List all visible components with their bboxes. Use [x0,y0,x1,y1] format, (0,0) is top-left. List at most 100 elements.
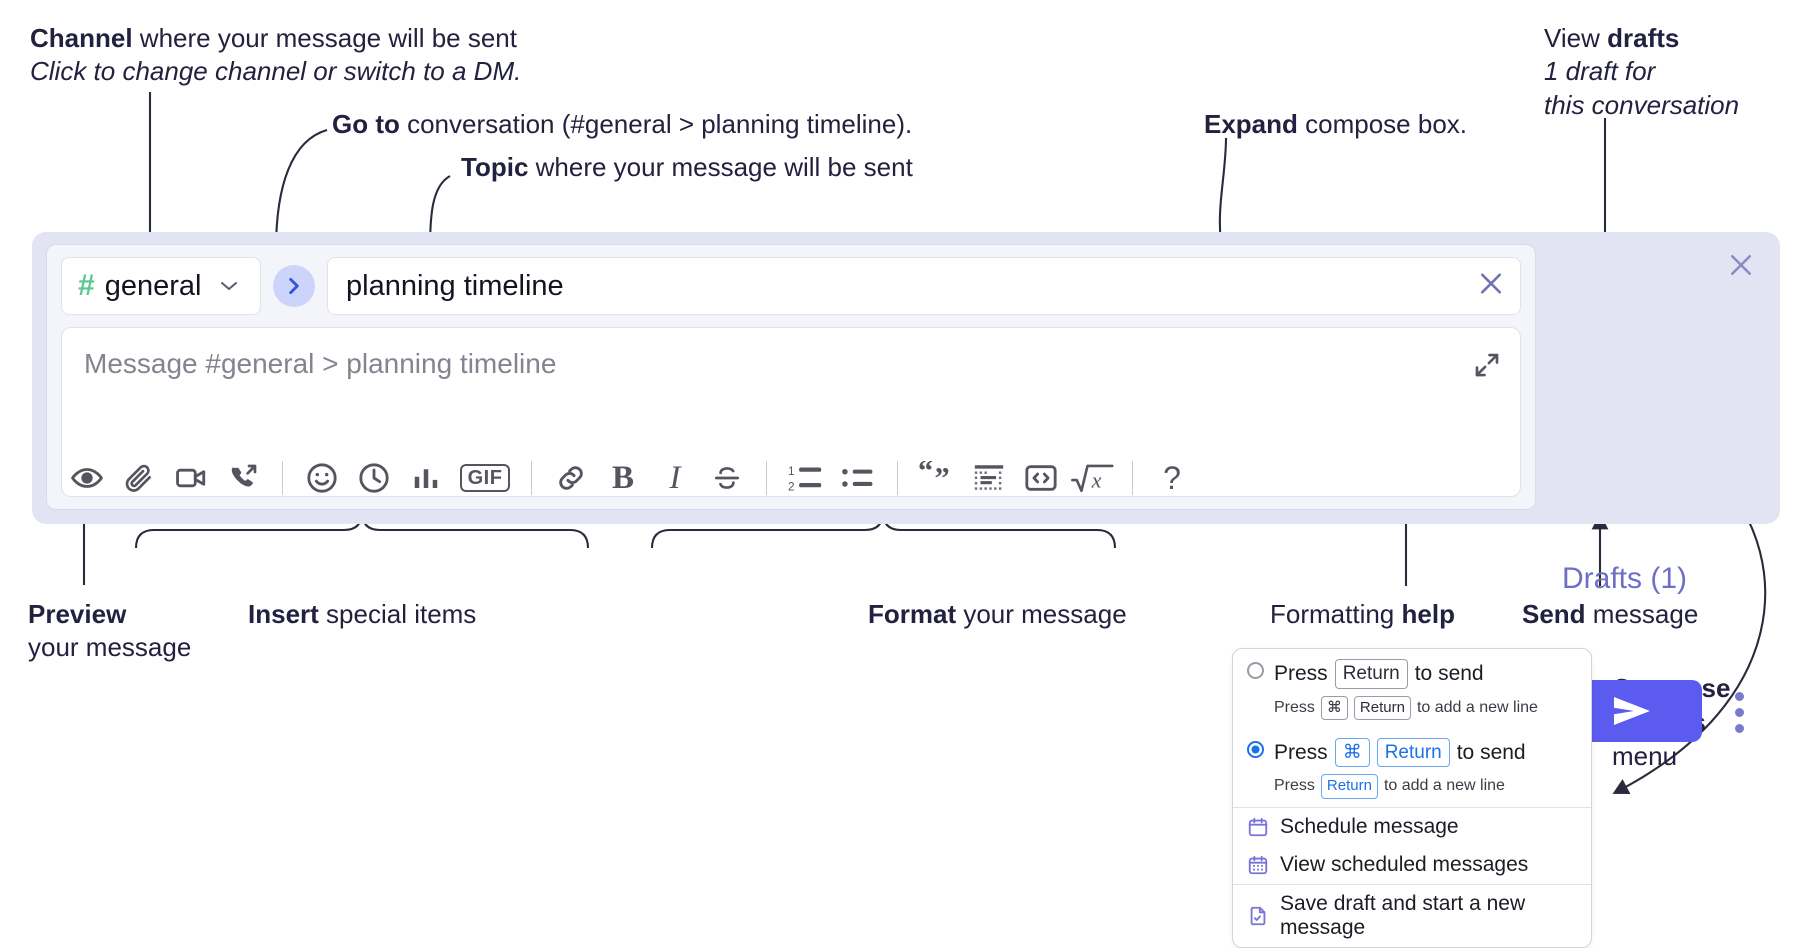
annotation-channel: Channel where your message will be sent … [30,22,521,89]
chevron-down-icon [219,276,239,297]
annotation-send: Send message [1522,598,1698,631]
option-post: to send [1414,662,1484,685]
compose-inner: # general planning timeline M [46,244,1536,510]
subtext-post: to add a new line [1383,777,1505,795]
annotation-insert: Insert special items [248,598,476,631]
annotation-channel-rest: where your message will be sent [132,23,517,53]
key-return: Return [1320,774,1378,799]
annotation-format-rest: your message [956,599,1127,629]
reminder-icon[interactable] [348,452,400,504]
topic-value: planning timeline [346,269,564,302]
annotation-channel-sub: Click to change channel or switch to a D… [30,56,522,87]
svg-text:“: “ [918,461,933,488]
message-placeholder: Message #general > planning timeline [84,348,557,379]
topic-input[interactable]: planning timeline [327,257,1521,315]
annotation-insert-bold: Insert [248,599,319,629]
channel-selector[interactable]: # general [61,257,261,315]
link-icon[interactable] [545,452,597,504]
annotation-expand-rest: compose box. [1297,109,1468,139]
compose-panel: Drafts (1) # general [32,232,1780,742]
emoji-icon[interactable] [296,452,348,504]
bold-icon[interactable]: B [597,452,649,504]
blockquote-icon[interactable]: “” [911,452,963,504]
close-compose-button[interactable] [1726,250,1756,285]
annotation-format-bold: Format [868,599,957,629]
annotation-channel-bold: Channel [30,23,133,53]
menu-divider [1233,806,1591,808]
toolbar-separator [282,461,283,495]
calendar-icon [1247,816,1269,838]
clear-topic-button[interactable] [1476,269,1506,304]
menu-item[interactable]: Schedule message [1233,808,1591,846]
annotation-drafts: View drafts 1 draft for this conversatio… [1544,22,1739,122]
annotation-topic: Topic where your message will be sent [461,151,913,184]
question-label: ? [1163,459,1181,496]
annotation-goto-bold: Go to [332,109,400,139]
radio-button[interactable] [1247,740,1264,758]
annotation-help-rest: Formatting [1270,599,1402,629]
channel-name: general [104,269,202,302]
attachment-icon[interactable] [113,452,165,504]
preview-icon[interactable] [61,452,113,504]
equation-icon[interactable]: x [1067,452,1119,504]
svg-text:”: ” [934,461,949,495]
strikethrough-icon[interactable] [701,452,753,504]
menu-item[interactable]: View scheduled messages [1233,846,1591,884]
compose-options-button[interactable] [1722,687,1756,737]
compose-header-row: # general planning timeline [61,257,1521,315]
gif-icon[interactable]: GIF [452,452,518,504]
menu-item-label: View scheduled messages [1280,852,1529,876]
kebab-dot [1734,707,1744,717]
toolbar-separator [1132,461,1133,495]
expand-icon [1475,353,1499,377]
bold-label: B [611,459,634,496]
formatting-help-icon[interactable]: ? [1146,452,1198,504]
send-icon [1614,697,1650,725]
annotation-send-rest: message [1585,599,1699,629]
chevron-right-icon [289,277,299,295]
annotation-topic-bold: Topic [461,152,529,182]
svg-text:2: 2 [788,480,795,493]
calendar-clock-icon [1247,854,1269,876]
annotation-topic-rest: where your message will be sent [528,152,913,182]
annotation-help: Formatting help [1270,598,1455,631]
expand-compose-button[interactable] [1472,350,1502,385]
annotation-drafts-line3: this conversation [1544,89,1740,120]
poll-icon[interactable] [400,452,452,504]
menu-item-label: Save draft and start a new message [1280,891,1526,939]
video-icon[interactable] [165,452,217,504]
key-return: Return [1334,658,1408,689]
toolbar-separator [766,461,767,495]
annotation-drafts-bold: drafts [1607,23,1680,53]
annotation-drafts-pre: View [1544,23,1608,53]
italic-label: I [669,459,681,496]
toolbar-separator [897,461,898,495]
bulleted-list-icon[interactable] [832,452,884,504]
key-cmd: ⌘ [1334,737,1370,768]
italic-icon[interactable]: I [649,452,701,504]
kebab-dot [1734,723,1744,733]
gif-label: GIF [459,464,511,492]
annotation-send-bold: Send [1522,599,1586,629]
option-pre: Press [1274,662,1328,685]
annotation-format: Format your message [868,598,1127,631]
message-input[interactable]: Message #general > planning timeline [61,327,1521,497]
code-icon[interactable] [1015,452,1067,504]
menu-item[interactable]: Save draft and start a new message [1233,885,1591,947]
menu-item-label: Schedule message [1280,814,1459,838]
svg-text:1: 1 [788,465,795,478]
code-block-icon[interactable] [963,452,1015,504]
goto-conversation-button[interactable] [273,265,315,307]
huddle-icon[interactable] [217,452,269,504]
radio-button[interactable] [1247,662,1264,679]
option-label: Press Return to send [1274,658,1484,690]
drafts-link[interactable]: Drafts (1) [1562,562,1688,595]
annotation-expand-bold: Expand [1204,109,1298,139]
